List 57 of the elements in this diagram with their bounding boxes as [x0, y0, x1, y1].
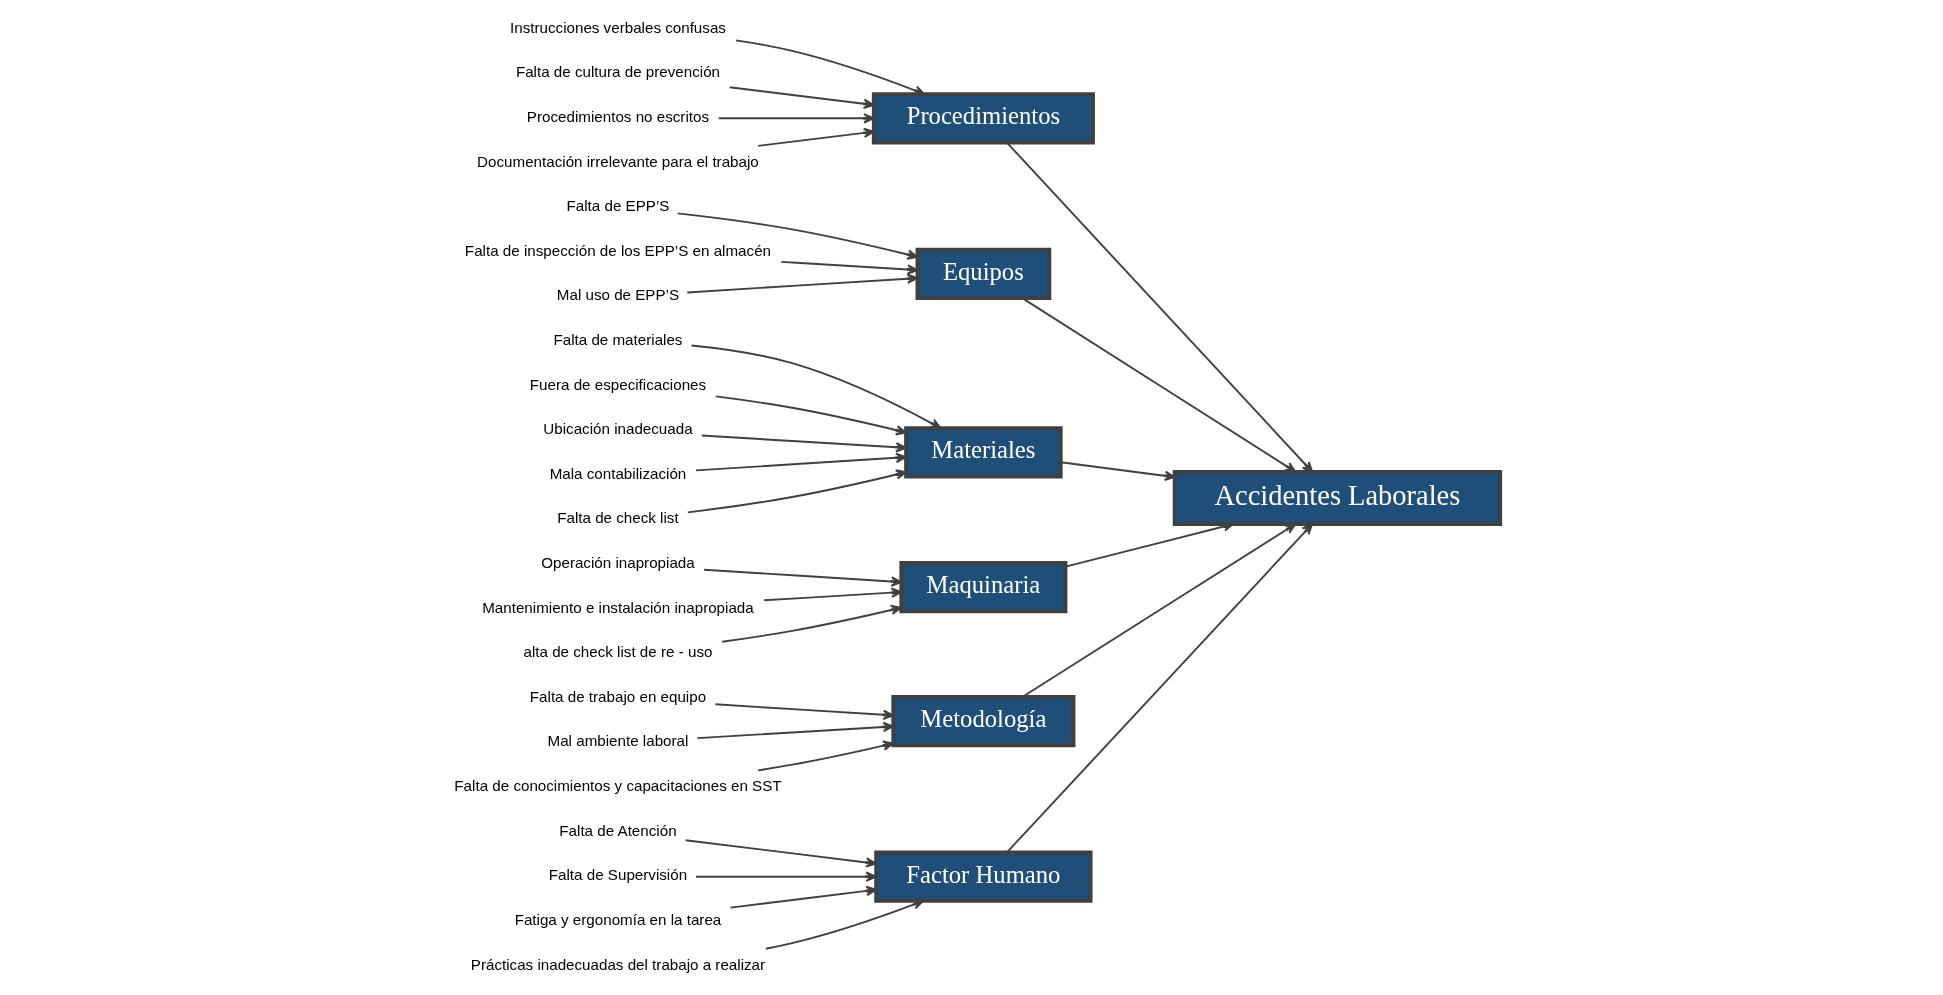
- arrow: [1005, 523, 1313, 854]
- arrow: [756, 127, 875, 147]
- node-text: Fuera de especificaciones: [529, 375, 706, 393]
- node-box: Procedimientos: [871, 92, 1095, 145]
- arrow: [695, 721, 894, 740]
- arrow: [1021, 297, 1296, 473]
- node-box: Accidentes Laborales: [1172, 469, 1502, 526]
- arrow: [676, 212, 918, 260]
- node-text: Fatiga y ergonomía en la tarea: [514, 910, 721, 928]
- arrow: [702, 568, 902, 587]
- node-text: Operación inapropiada: [540, 554, 695, 572]
- node-box: Equipos: [915, 247, 1051, 301]
- node-text: Falta de EPP’S: [566, 197, 669, 215]
- node-text: Procedimientos no escritos: [526, 107, 709, 125]
- node-text: Falta de Supervisión: [548, 866, 687, 884]
- node-box: Materiales: [903, 426, 1063, 479]
- arrow: [690, 344, 941, 429]
- arrow: [685, 273, 918, 294]
- node-text: Documentación irrelevante para el trabajo: [476, 152, 759, 170]
- arrow: [779, 260, 918, 275]
- arrow: [729, 885, 877, 909]
- node-box: Maquinaria: [898, 561, 1067, 614]
- node-text: Prácticas inadecuadas del trabajo a realizar: [470, 955, 765, 973]
- arrow: [694, 452, 907, 472]
- arrow: [1005, 141, 1313, 473]
- node-text: Falta de cultura de prevención: [515, 63, 720, 81]
- arrow: [714, 395, 907, 436]
- node-box: Metodología: [890, 694, 1075, 748]
- arrow: [756, 740, 894, 772]
- arrow: [686, 469, 907, 514]
- node-text: Falta de check list: [556, 509, 679, 527]
- arrow: [762, 587, 902, 602]
- arrow: [684, 839, 877, 868]
- arrow: [717, 113, 875, 124]
- node-text: Mal uso de EPP’S: [556, 286, 679, 304]
- node-text: Falta de Atención: [558, 821, 677, 839]
- node-text: Falta de conocimientos y capacitaciones en SST: [453, 777, 782, 795]
- node-text: Mantenimiento e instalación inapropiada: [481, 598, 754, 616]
- arrow: [728, 86, 874, 109]
- node-text: Instrucciones verbales confusas: [509, 18, 726, 36]
- arrow: [720, 604, 902, 643]
- node-text: Mala contabilización: [549, 464, 686, 482]
- arrow: [734, 39, 925, 96]
- node-text: Falta de trabajo en equipo: [529, 687, 706, 705]
- node-text: alta de check list de re - uso: [523, 643, 712, 661]
- arrow: [694, 871, 877, 882]
- arrow: [1064, 521, 1234, 568]
- node-text: Mal ambiente laboral: [547, 732, 688, 750]
- node-text: Falta de materiales: [552, 330, 682, 348]
- arrow: [1059, 461, 1175, 481]
- node-box: Factor Humano: [873, 850, 1093, 903]
- arrow: [1021, 523, 1296, 698]
- node-text: Ubicación inadecuada: [542, 420, 693, 438]
- arrow: [764, 899, 924, 950]
- node-text: Falta de inspección de los EPP’S en almacén: [464, 241, 771, 259]
- arrow: [700, 434, 907, 453]
- arrow: [713, 703, 894, 721]
